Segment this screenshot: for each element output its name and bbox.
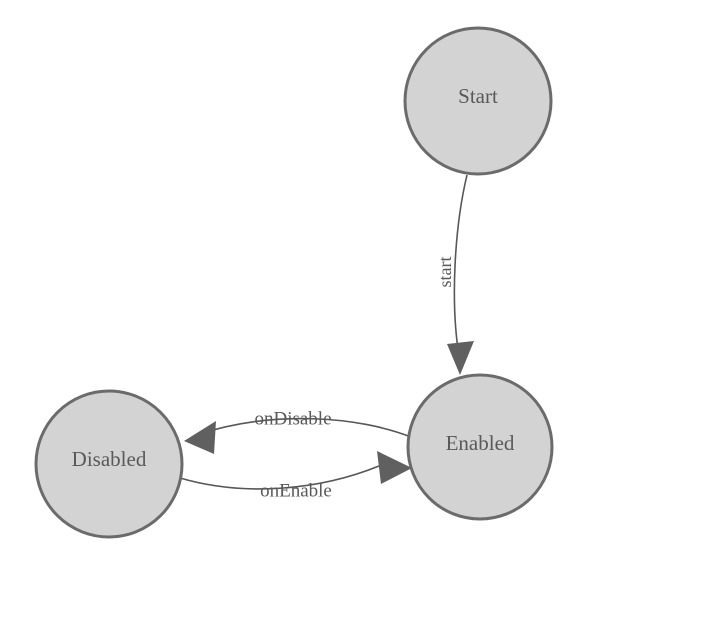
edge-enabled-to-disabled-path xyxy=(195,417,412,438)
arrowhead-right-icon xyxy=(377,451,412,484)
edge-label-on-disable: onDisable xyxy=(254,408,331,429)
state-node-start-circle xyxy=(403,26,553,176)
edge-label-on-enable: onEnable xyxy=(260,480,332,501)
state-node-enabled-label: Enabled xyxy=(446,431,515,455)
state-node-enabled[interactable]: Enabled xyxy=(406,373,554,521)
arrowhead-down-icon xyxy=(447,341,474,375)
state-node-enabled-circle xyxy=(406,373,554,521)
edge-disabled-to-enabled[interactable]: onEnable xyxy=(179,451,412,501)
arrowhead-left-icon xyxy=(184,421,216,454)
edge-enabled-to-disabled[interactable]: onDisable xyxy=(184,408,412,454)
edge-start-to-enabled-path xyxy=(453,174,468,357)
state-node-disabled-label: Disabled xyxy=(72,447,147,471)
edge-label-start: start xyxy=(435,257,455,288)
edge-start-to-enabled[interactable]: start xyxy=(435,174,474,375)
state-node-start-label: Start xyxy=(458,84,498,108)
edge-disabled-to-enabled-path xyxy=(179,465,380,490)
state-node-start[interactable]: Start xyxy=(403,26,553,176)
state-node-disabled-circle xyxy=(34,389,184,539)
state-node-disabled[interactable]: Disabled xyxy=(34,389,184,539)
